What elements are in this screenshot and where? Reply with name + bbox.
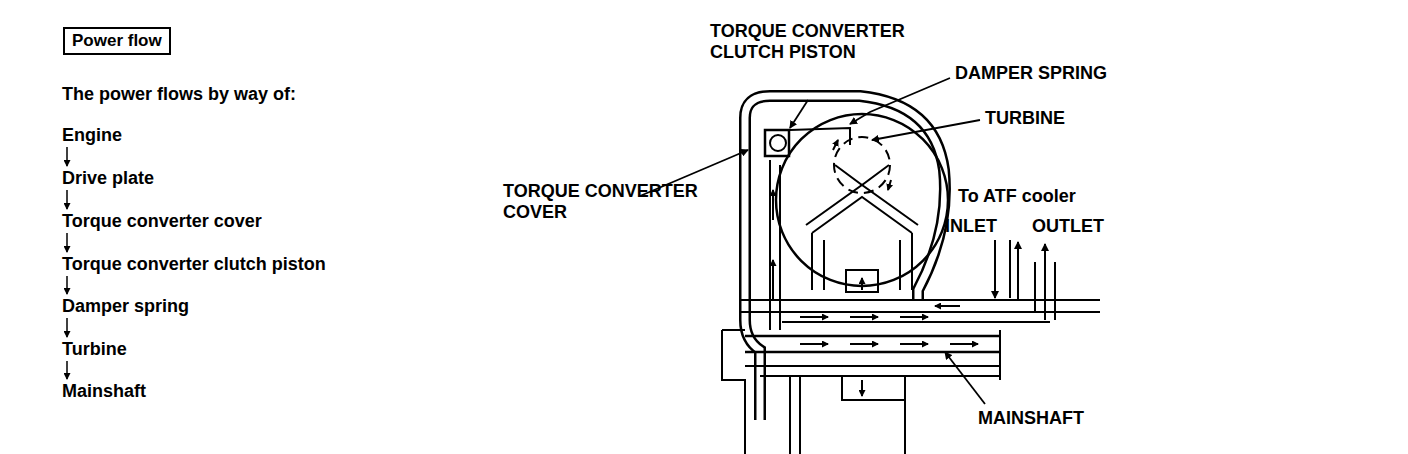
flow-step: Turbine — [60, 338, 129, 360]
flow-step-text: Mainshaft — [62, 381, 146, 401]
flow-step: Damper spring — [60, 295, 191, 317]
flow-step-text: Drive plate — [62, 168, 154, 188]
flow-step-text: Damper spring — [62, 296, 189, 316]
flow-arrow — [66, 361, 68, 379]
heading-box: Power flow — [63, 27, 171, 55]
flow-arrow — [66, 318, 68, 337]
part-label: TORQUE CONVERTER COVER — [503, 181, 753, 223]
flow-step-text: Torque converter cover — [62, 211, 262, 231]
flow-arrow — [66, 190, 68, 209]
flow-arrow — [66, 147, 68, 166]
flow-step-text: Torque converter clutch piston — [62, 254, 326, 274]
flow-step: Torque converter cover — [60, 210, 264, 232]
part-label: TURBINE — [985, 108, 1065, 129]
flow-step-text: Engine — [62, 125, 122, 145]
flow-arrow — [66, 233, 68, 252]
part-label: INLET — [945, 216, 997, 237]
converter-cover — [745, 96, 945, 420]
part-label: TORQUE CONVERTER CLUTCH PISTON — [710, 21, 960, 63]
flow-step: Engine — [60, 124, 124, 146]
flow-arrow — [66, 276, 68, 294]
part-label: MAINSHAFT — [978, 408, 1084, 429]
flow-step: Torque converter clutch piston — [60, 253, 328, 275]
part-label: The power flows by way of: — [62, 84, 296, 105]
part-label: DAMPER SPRING — [955, 63, 1107, 84]
part-label: To ATF cooler — [958, 186, 1076, 207]
turbine — [776, 114, 948, 286]
flow-step: Mainshaft — [60, 380, 148, 402]
flow-step: Drive plate — [60, 167, 156, 189]
flow-step-text: Turbine — [62, 339, 127, 359]
part-label: OUTLET — [1032, 216, 1104, 237]
